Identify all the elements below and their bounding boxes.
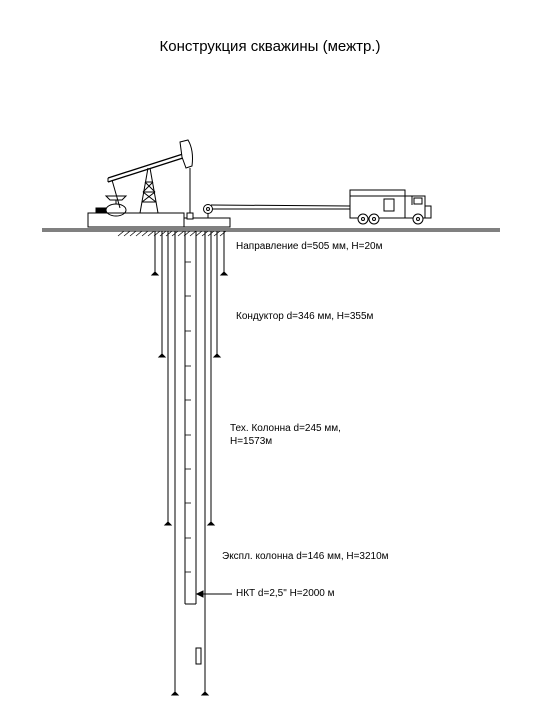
- cable-line: [210, 204, 351, 207]
- stuffing-box: [186, 212, 194, 220]
- label-conductor: Кондуктор d=346 мм, H=355м: [236, 311, 374, 322]
- label-tubing: НКТ d=2,5" H=2000 м: [236, 588, 335, 599]
- label-production: Экспл. колонна d=146 мм, H=3210м: [222, 551, 389, 562]
- horse-head: [179, 139, 193, 169]
- motor-housing: [104, 195, 128, 201]
- tubing-arrowhead: [195, 590, 204, 598]
- production-casing: [170, 231, 210, 696]
- motor-block: [95, 207, 107, 214]
- crank-counterweight: [105, 203, 127, 217]
- label-direction: Направление d=505 мм, H=20м: [236, 241, 383, 252]
- pump-platform: [87, 212, 185, 228]
- wellhead-base: [183, 217, 231, 228]
- pitman-arm: [111, 179, 121, 209]
- direction-casing: [150, 231, 229, 276]
- service-truck: [349, 189, 432, 225]
- walking-beam: [107, 152, 187, 179]
- label-tech-line1: Тех. Колонна d=245 мм,: [230, 423, 341, 434]
- sucker-rod-ticks: [185, 261, 191, 573]
- tubing-string: [184, 231, 197, 605]
- samson-post: [139, 167, 159, 214]
- bottom-packer: [195, 647, 202, 665]
- cable-pulley: [203, 204, 213, 214]
- label-tech-line2: H=1573м: [230, 436, 273, 447]
- diagram-title: Конструкция скважины (межтр.): [159, 38, 381, 55]
- ground-hatching: [117, 230, 227, 237]
- tech-casing: [163, 231, 216, 526]
- conductor-casing: [157, 231, 222, 358]
